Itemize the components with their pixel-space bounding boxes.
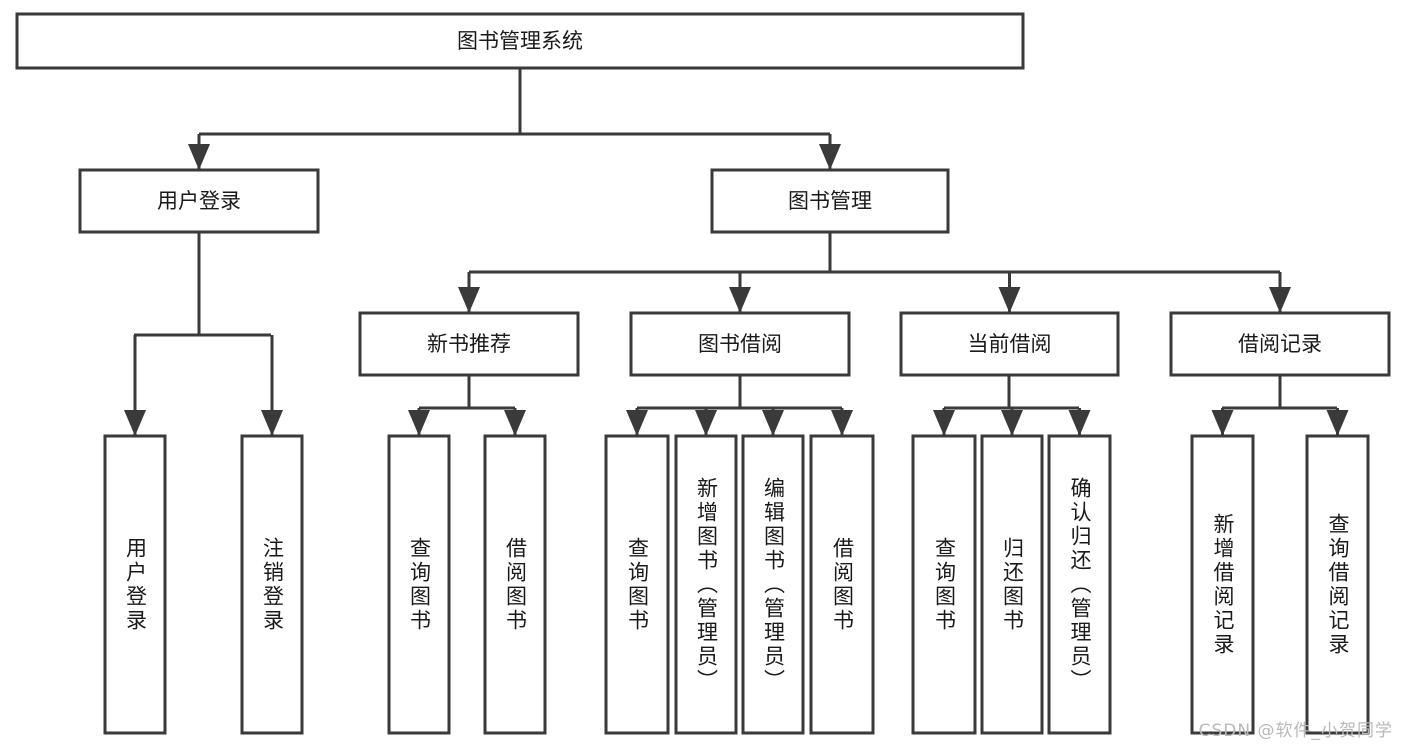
- node-box-book-manage[interactable]: [710, 168, 950, 234]
- arrow-head-icon: [819, 144, 841, 170]
- node-box-book-borrow[interactable]: [629, 311, 851, 377]
- node-box-new-book-recommend[interactable]: [358, 311, 580, 377]
- node-label-book-manage: 图书管理: [788, 189, 872, 213]
- node-label-borrow-record: 借阅记录: [1238, 332, 1322, 356]
- arrow-head-icon: [458, 287, 480, 313]
- node-box-leaf-add-book-admin[interactable]: [674, 434, 738, 735]
- node-label-root: 图书管理系统: [457, 29, 583, 53]
- connector-edges: [124, 68, 1349, 436]
- node-boxes: [15, 12, 1391, 735]
- node-label-current-borrow: 当前借阅: [968, 332, 1052, 356]
- arrow-head-icon: [261, 410, 283, 436]
- node-box-leaf-return-book[interactable]: [980, 434, 1044, 735]
- node-box-root[interactable]: [15, 12, 1025, 70]
- arrow-head-icon: [1211, 410, 1234, 436]
- arrow-head-icon: [626, 410, 648, 436]
- node-box-leaf-logout-login[interactable]: [240, 434, 304, 735]
- node-box-leaf-user-login[interactable]: [103, 434, 167, 735]
- arrow-head-icon: [1068, 410, 1091, 436]
- arrow-head-icon: [1326, 410, 1349, 436]
- node-box-current-borrow[interactable]: [899, 311, 1120, 377]
- arrow-head-icon: [933, 410, 955, 436]
- node-box-user-login[interactable]: [78, 168, 320, 234]
- arrow-head-icon: [729, 287, 751, 313]
- node-label-new-book-recommend: 新书推荐: [427, 332, 511, 356]
- arrow-head-icon: [695, 410, 717, 436]
- arrow-head-icon: [831, 410, 853, 436]
- node-box-leaf-query-borrow-record[interactable]: [1305, 434, 1370, 735]
- arrow-head-icon: [504, 410, 526, 436]
- arrow-head-icon: [124, 410, 146, 436]
- node-box-leaf-add-borrow-record[interactable]: [1190, 434, 1255, 735]
- arrow-head-icon: [998, 287, 1021, 313]
- node-label-user-login: 用户登录: [157, 189, 241, 213]
- node-box-leaf-query-book-1[interactable]: [387, 434, 451, 735]
- node-box-leaf-borrow-book-1[interactable]: [483, 434, 547, 735]
- arrow-head-icon: [408, 410, 430, 436]
- node-box-leaf-confirm-return-admin[interactable]: [1047, 434, 1112, 735]
- arrow-head-icon: [762, 410, 784, 436]
- node-box-borrow-record[interactable]: [1169, 311, 1391, 377]
- watermark-text: CSDN @软件_小贺同学: [1198, 721, 1393, 741]
- arrow-head-icon: [1001, 410, 1023, 436]
- arrow-head-icon: [188, 144, 210, 170]
- node-box-leaf-borrow-book-2[interactable]: [809, 434, 875, 735]
- arrow-head-icon: [1269, 287, 1291, 313]
- node-box-leaf-edit-book-admin[interactable]: [741, 434, 805, 735]
- node-box-leaf-query-book-3[interactable]: [911, 434, 977, 735]
- node-box-leaf-query-book-2[interactable]: [604, 434, 670, 735]
- node-label-book-borrow: 图书借阅: [698, 332, 782, 356]
